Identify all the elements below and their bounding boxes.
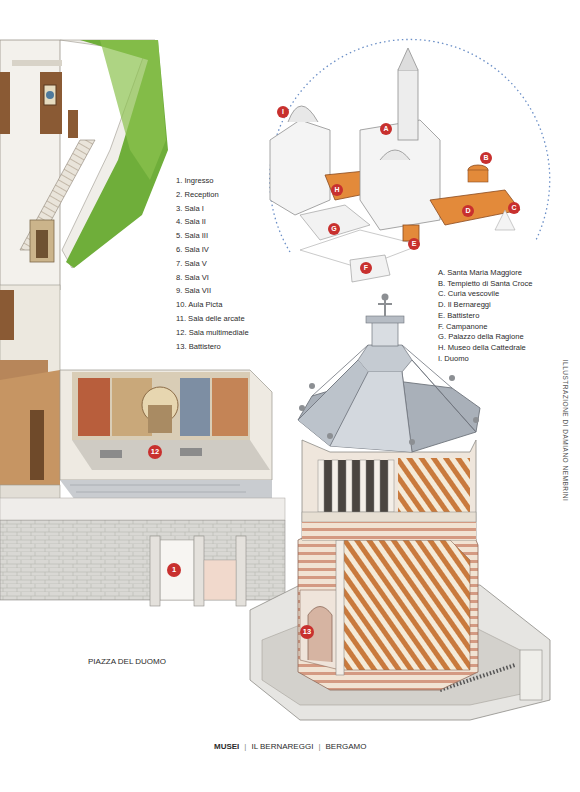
callout-letter: A <box>380 123 392 135</box>
legend-item: C. Curia vescovile <box>438 289 499 298</box>
legend-item: H. Museo della Cattedrale <box>438 343 526 352</box>
callout-letter: E <box>408 238 420 250</box>
footer-text: IL BERNAREGGI <box>251 742 313 751</box>
footer-separator: | <box>318 742 320 751</box>
legend-item: B. Tempietto di Santa Croce <box>438 279 532 288</box>
legend-item: E. Battistero <box>438 311 479 320</box>
place-name: PIAZZA DEL DUOMO <box>88 657 166 666</box>
legend-item: F. Campanone <box>438 322 487 331</box>
legend-item: 8. Sala VI <box>176 273 209 282</box>
credit-text: ILLUSTRAZIONE DI DAMIANO NEMBRINI <box>563 359 570 500</box>
legend-item: 2. Reception <box>176 190 219 199</box>
legend-item: D. Il Bernareggi <box>438 300 491 309</box>
legend-item: 11. Sala delle arcate <box>176 314 245 323</box>
callout-number: 12 <box>148 445 162 459</box>
legend-item: 5. Sala III <box>176 231 208 240</box>
legend-item: A. Santa Maria Maggiore <box>438 268 522 277</box>
legend-item: I. Duomo <box>438 354 469 363</box>
callout-letter: G <box>328 223 340 235</box>
callout-number: 13 <box>300 625 314 639</box>
legend-item: 1. Ingresso <box>176 176 214 185</box>
callout-letter: H <box>331 184 343 196</box>
callout-number: 1 <box>167 563 181 577</box>
legend-item: 4. Sala II <box>176 217 206 226</box>
legend-item: 13. Battistero <box>176 342 221 351</box>
footer-separator: | <box>244 742 246 751</box>
legend-item: 7. Sala V <box>176 259 207 268</box>
legend-item: 9. Sala VII <box>176 286 211 295</box>
footer-text: MUSEI <box>214 742 239 751</box>
callout-letter: D <box>462 205 474 217</box>
footer-text: BERGAMO <box>325 742 366 751</box>
legend-item: 3. Sala I <box>176 204 204 213</box>
legend-item: G. Palazzo della Ragione <box>438 332 524 341</box>
callout-letter: B <box>480 152 492 164</box>
callout-letter: C <box>508 202 520 214</box>
legend-item: 12. Sala multimediale <box>176 328 249 337</box>
legend-item: 10. Aula Picta <box>176 300 222 309</box>
legend-item: 6. Sala IV <box>176 245 209 254</box>
callout-letter: I <box>277 106 289 118</box>
callout-letter: F <box>360 262 372 274</box>
